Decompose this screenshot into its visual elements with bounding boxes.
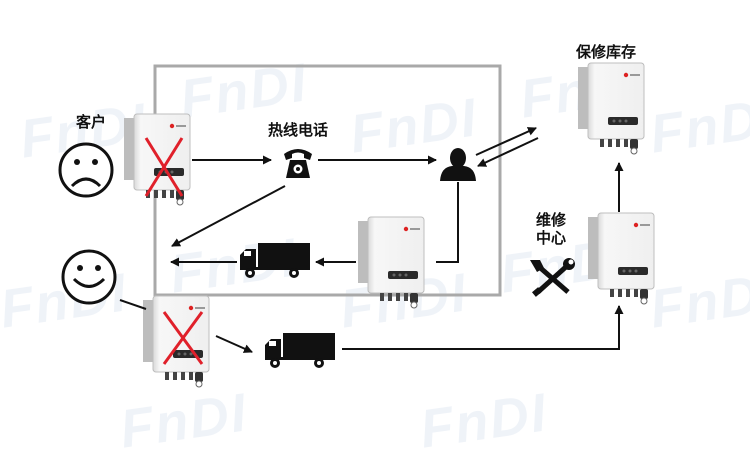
truck-icon bbox=[240, 243, 310, 278]
red-x-mark bbox=[144, 137, 184, 197]
arrow-truck-to-repair bbox=[342, 305, 624, 350]
telephone-icon bbox=[284, 149, 312, 178]
repair-center-label-line1: 维修 bbox=[536, 211, 567, 229]
arrow-hotline-to-customer bbox=[171, 185, 286, 247]
service-flow-diagram bbox=[58, 62, 655, 388]
person-icon bbox=[440, 148, 476, 181]
warranty-stock-inverter bbox=[577, 62, 645, 155]
repair-center-inverter bbox=[587, 212, 655, 305]
repair-center-label-line2: 中心 bbox=[536, 229, 567, 247]
arrow-customer-to-faulty bbox=[119, 299, 147, 310]
arrow-agent-to-stock bbox=[475, 127, 537, 156]
hotline-label: 热线电话 bbox=[268, 121, 329, 139]
arrow-agent-to-replacement bbox=[436, 182, 459, 263]
smiley-face-icon bbox=[61, 249, 117, 305]
tools-icon bbox=[530, 258, 575, 297]
flow-arrows bbox=[119, 127, 624, 353]
sad-face-icon bbox=[58, 142, 114, 198]
warranty-stock-label: 保修库存 bbox=[576, 43, 637, 61]
red-x-mark bbox=[162, 311, 204, 365]
arrow-faulty-to-truck bbox=[215, 335, 253, 353]
arrow-stock-to-agent bbox=[477, 137, 539, 167]
faulty-inverter-bottom bbox=[142, 295, 210, 388]
customer-label: 客户 bbox=[76, 113, 107, 131]
truck-icon bbox=[265, 333, 335, 368]
